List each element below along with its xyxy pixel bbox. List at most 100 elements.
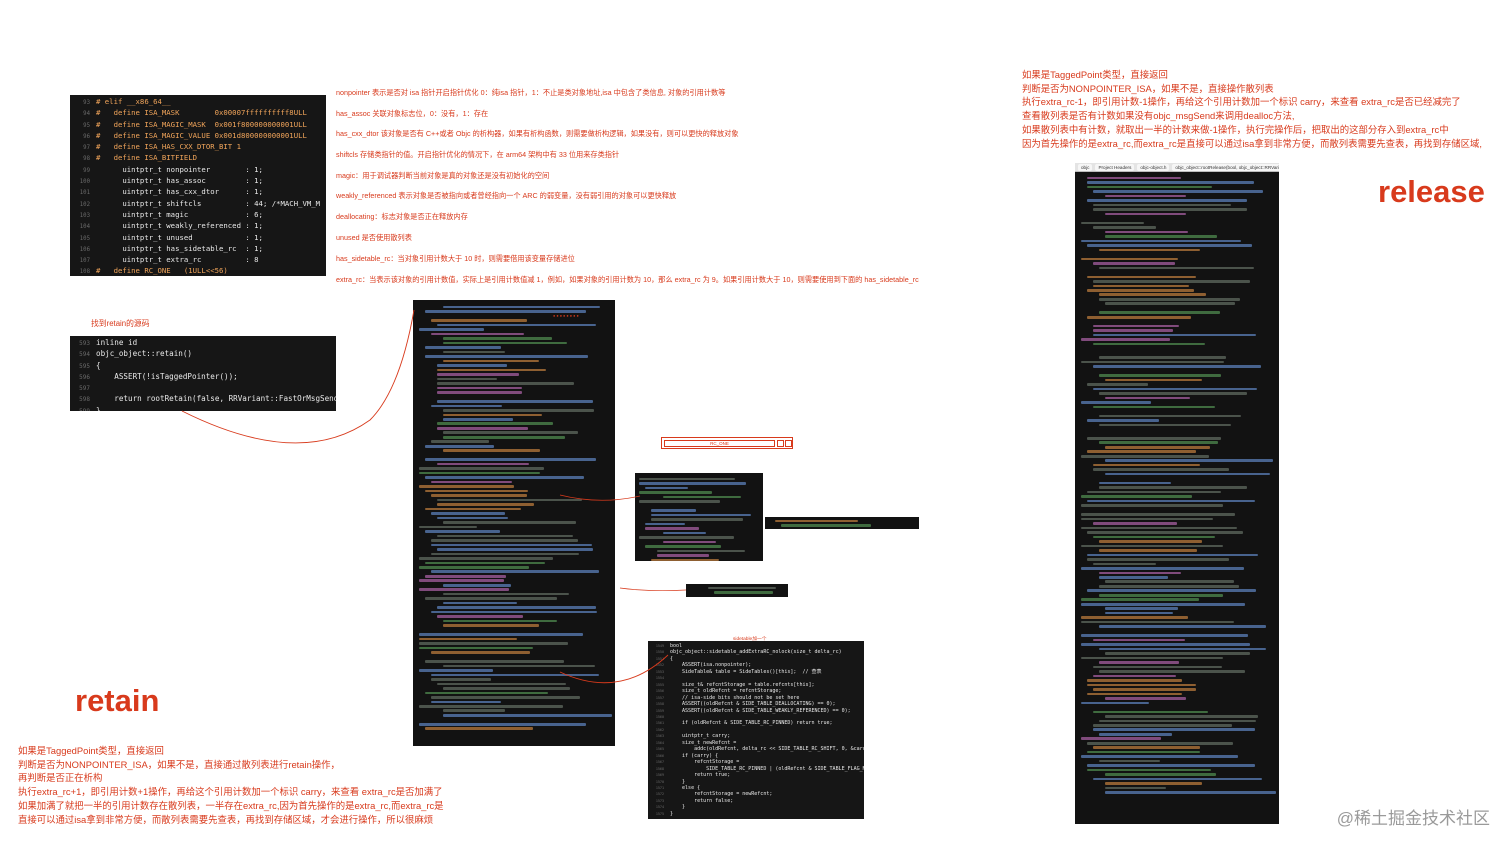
search-prev-button[interactable]: [777, 440, 784, 447]
code-line-placeholder: [708, 586, 777, 590]
code-text: refcntStorage =: [670, 759, 740, 766]
code-line-placeholder: [1081, 495, 1192, 498]
retain-title: retain: [75, 683, 160, 718]
code-line-placeholder: [419, 328, 484, 331]
code-line-placeholder: [1087, 199, 1248, 202]
line-number: 1556: [655, 689, 664, 694]
editor-tab[interactable]: objc_object::rootRelease(bool, objc_obje…: [1172, 163, 1279, 171]
code-line-placeholder: [425, 476, 585, 479]
code-text: }: [670, 804, 686, 811]
code-line-placeholder: [1099, 441, 1218, 445]
code-line-placeholder: [781, 524, 871, 527]
line-number: 1555: [655, 682, 664, 687]
editor-tab[interactable]: objc-object.h: [1137, 163, 1170, 171]
code-line-placeholder: [437, 400, 593, 403]
code-line-placeholder: [431, 673, 599, 677]
code-line-placeholder: [437, 386, 522, 390]
code-line: 1573 return false;: [650, 798, 864, 804]
isa-note: weakly_referenced 表示对象是否被指向或者曾经指向一个 ARC …: [336, 191, 677, 200]
code-line: 101 uintptr_t has_cxx_dtor : 1;: [72, 187, 326, 198]
release-desc-line: 如果是TaggedPoint类型，直接返回: [1022, 69, 1168, 80]
code-line-placeholder: [437, 422, 553, 426]
code-line: 1558 ASSERT((oldRefcnt & SIDE_TABLE_DEAL…: [650, 701, 864, 707]
isa-note: has_assoc 关联对象标志位，0：没有，1：存在: [336, 109, 489, 118]
code-line-placeholder: [1081, 257, 1178, 261]
line-number: 1566: [655, 753, 664, 758]
code-line-placeholder: [1093, 562, 1156, 566]
code-line-placeholder: [1093, 226, 1157, 229]
code-line-placeholder: [1081, 526, 1238, 530]
code-line-placeholder: [425, 310, 587, 313]
code-line-placeholder: [1093, 674, 1177, 678]
code-line-placeholder: [425, 489, 528, 493]
code-line-placeholder: [1093, 203, 1231, 207]
code-line-placeholder: [425, 444, 494, 448]
code-line: 94# define ISA_MASK 0x00007ffffffffff8UL…: [72, 108, 326, 119]
code-search-bar[interactable]: RC_ONE: [661, 437, 793, 449]
code-line: 1568 SIDE_TABLE_RC_PINNED | (oldRefcnt &…: [650, 766, 864, 772]
code-line-placeholder: [437, 682, 566, 686]
code-line-placeholder: [1099, 647, 1267, 651]
code-line: 96# define ISA_MAGIC_VALUE 0x001d8000000…: [72, 131, 326, 142]
code-text: # define ISA_HAS_CXX_DTOR_BIT 1: [96, 142, 241, 152]
code-line-placeholder: [1099, 414, 1241, 418]
code-line-placeholder: [663, 531, 707, 535]
code-line-placeholder: [1087, 185, 1213, 189]
code-text: uintptr_t shiftcls : 44; /*MACH_VM_M: [96, 198, 321, 208]
code-line-placeholder: [639, 491, 713, 494]
search-next-button[interactable]: [785, 440, 792, 447]
line-number: 1572: [655, 792, 664, 797]
code-text: # define ISA_MAGIC_VALUE 0x001d800000000…: [96, 130, 307, 140]
code-line-placeholder: [431, 696, 580, 699]
code-line: 99 uintptr_t nonpointer : 1;: [72, 165, 326, 176]
code-text: ASSERT(!isTaggedPointer());: [96, 371, 238, 381]
code-line: 98# define ISA_BITFIELD: [72, 153, 326, 164]
code-line: 1572 refcntStorage = newRefcnt;: [650, 791, 864, 797]
code-text: if (oldRefcnt & SIDE_TABLE_RC_PINNED) re…: [670, 720, 833, 727]
code-line-placeholder: [437, 382, 574, 385]
line-number: 1550: [655, 650, 664, 655]
code-line-placeholder: [431, 552, 579, 556]
search-field[interactable]: RC_ONE: [664, 440, 775, 447]
code-line-placeholder: [1093, 777, 1263, 781]
code-line-placeholder: [1087, 750, 1201, 754]
code-line: 105 uintptr_t unused : 1;: [72, 233, 326, 244]
code-line: 1561 if (oldRefcnt & SIDE_TABLE_RC_PINNE…: [650, 720, 864, 726]
code-line-placeholder: [1099, 374, 1222, 377]
code-line-placeholder: [1105, 652, 1251, 655]
code-line-placeholder: [651, 518, 744, 521]
code-line-placeholder: [431, 610, 597, 614]
code-line: 1562: [650, 727, 864, 733]
code-text: uintptr_t extra_rc : 8: [96, 255, 259, 265]
line-number: 1562: [655, 727, 664, 732]
code-line-placeholder: [1099, 584, 1240, 588]
code-line-placeholder: [1087, 315, 1191, 319]
line-number: 104: [79, 224, 90, 231]
code-line-placeholder: [425, 561, 546, 565]
code-line-placeholder: [1093, 405, 1216, 409]
code-line-placeholder: [1099, 759, 1160, 763]
line-number: 1565: [655, 747, 664, 752]
rootretain-annotation-1: ● ● ● ● ● ● ● ●: [553, 314, 579, 318]
code-line-placeholder: [443, 409, 594, 412]
code-line-placeholder: [1087, 244, 1252, 247]
code-line-placeholder: [443, 305, 601, 309]
code-line-placeholder: [1099, 293, 1206, 297]
editor-tab[interactable]: Project Headers: [1095, 163, 1135, 171]
editor-tab[interactable]: objc: [1078, 163, 1093, 171]
code-line: 108# define RC_ONE (1ULL<<56): [72, 266, 326, 276]
code-line-placeholder: [1081, 239, 1241, 243]
code-line-placeholder: [1105, 697, 1186, 700]
line-number: 101: [79, 190, 90, 197]
code-line-placeholder: [431, 539, 579, 542]
line-number: 1563: [655, 734, 664, 739]
code-text: uintptr_t magic : 6;: [96, 209, 263, 219]
code-line-placeholder: [1081, 701, 1149, 705]
code-text: // isa-side bits should not be set here: [670, 694, 800, 701]
release-desc-line: 判断是否为NONPOINTER_ISA，如果不是，直接操作散列表: [1022, 82, 1274, 94]
code-line-placeholder: [1093, 463, 1200, 467]
code-line-placeholder: [425, 597, 558, 600]
root-retain-code-screenshot: [413, 300, 615, 746]
code-line-placeholder: [1087, 436, 1222, 440]
